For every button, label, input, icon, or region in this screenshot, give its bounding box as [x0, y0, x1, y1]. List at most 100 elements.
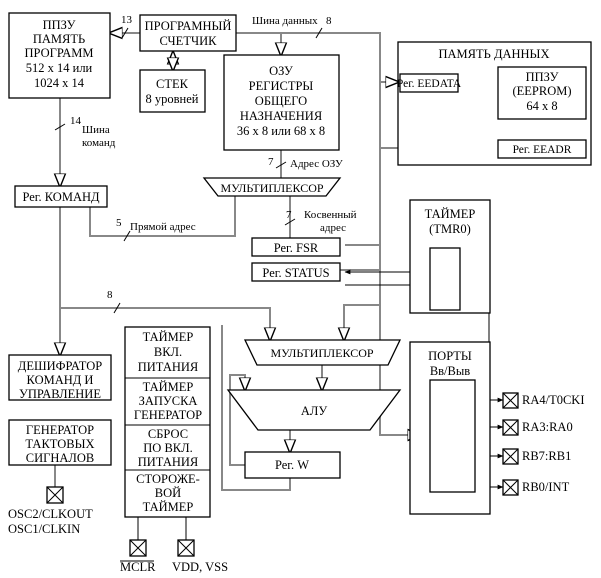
pin-pads — [46, 392, 519, 557]
svg-text:Вв/Выв: Вв/Выв — [430, 364, 470, 378]
ports-inner — [429, 379, 476, 493]
svg-text:ПО ВКЛ.: ПО ВКЛ. — [143, 441, 192, 455]
cmd-width-label: 14 — [70, 115, 82, 127]
program-memory-block — [8, 12, 111, 99]
timers-group — [124, 326, 211, 518]
svg-text:ЗАПУСКА: ЗАПУСКА — [139, 394, 198, 408]
svg-text:УПРАВЛЕНИЕ: УПРАВЛЕНИЕ — [19, 387, 101, 401]
svg-text:512 x 14 или: 512 x 14 или — [26, 61, 93, 75]
svg-text:ПАМЯТЬ: ПАМЯТЬ — [33, 32, 85, 46]
alu-block — [226, 389, 402, 431]
svg-text:(EEPROM): (EEPROM) — [512, 84, 571, 98]
mux1-label: МУЛЬТИПЛЕКСОР — [220, 181, 323, 195]
svg-text:СТОРОЖЕ-: СТОРОЖЕ- — [136, 472, 200, 486]
svg-text:ОЗУ: ОЗУ — [269, 64, 293, 78]
alu-multiplexer — [243, 339, 402, 366]
timer-text: ТАЙМЕР (TMR0) — [425, 207, 476, 236]
ram-text: ОЗУ РЕГИСТРЫ ОБЩЕГО НАЗНАЧЕНИЯ 36 x 8 ил… — [237, 64, 325, 138]
bus-width-ticks — [54, 27, 323, 314]
pin-osc2-label: OSC2/CLKOUT — [8, 507, 93, 521]
clock-generator-block — [8, 419, 112, 466]
pin-ra4 — [502, 392, 519, 409]
mux2-width-label: 8 — [107, 289, 113, 301]
fsr-label: Рег. FSR — [274, 241, 319, 255]
eeprom-block — [497, 66, 587, 120]
svg-text:НАЗНАЧЕНИЯ: НАЗНАЧЕНИЯ — [240, 109, 322, 123]
svg-text:36 x 8 или 68 x 8: 36 x 8 или 68 x 8 — [237, 124, 325, 138]
pin-power — [177, 517, 195, 557]
pin-ra4-label: RA4/T0CKI — [522, 393, 585, 407]
clock-text: ГЕНЕРАТОР ТАКТОВЫХ СИГНАЛОВ — [25, 423, 94, 465]
cmd-bus-label-2: команд — [82, 137, 116, 149]
pin-ra3-label: RA3:RA0 — [522, 420, 573, 434]
eeadr-label: Рег. EEADR — [513, 144, 572, 156]
pin-rb0 — [502, 479, 519, 496]
timers-text: ТАЙМЕР ВКЛ. ПИТАНИЯ ТАЙМЕР ЗАПУСКА ГЕНЕР… — [134, 330, 202, 514]
svg-text:ТАЙМЕР: ТАЙМЕР — [143, 380, 194, 394]
ram-addr-label: Адрес ОЗУ — [290, 158, 343, 170]
pin-rb7-label: RB7:RB1 — [522, 449, 571, 463]
alu-label: АЛУ — [301, 404, 328, 418]
svg-text:(TMR0): (TMR0) — [429, 222, 471, 236]
data-bus-label: Шина данных — [252, 15, 318, 27]
svg-text:ВКЛ.: ВКЛ. — [154, 345, 182, 359]
pin-rb7 — [502, 448, 519, 465]
pin-osc1-label: OSC1/CLKIN — [8, 522, 80, 536]
svg-text:ГЕНЕРАТОР: ГЕНЕРАТОР — [26, 423, 94, 437]
w-register — [244, 451, 341, 479]
eedata-register — [399, 73, 459, 93]
svg-text:64 x 8: 64 x 8 — [526, 99, 557, 113]
indirect-width-label: 7 — [286, 209, 292, 221]
svg-text:ВОЙ: ВОЙ — [155, 486, 181, 500]
pc-width-label: 13 — [121, 14, 133, 26]
ram-block — [223, 54, 340, 151]
svg-text:ПИТАНИЯ: ПИТАНИЯ — [138, 455, 199, 469]
pin-mclr-label: MCLR — [120, 560, 156, 574]
ports-text: ПОРТЫ Вв/Выв — [428, 349, 472, 378]
instruction-register — [14, 185, 108, 208]
decoder-text: ДЕШИФРАТОР КОМАНД И УПРАВЛЕНИЕ — [18, 359, 102, 401]
w-label: Рег. W — [275, 458, 309, 472]
data-bus-wires — [55, 33, 542, 491]
pin-osc — [46, 486, 64, 504]
svg-text:ПРОГРАМНЫЙ: ПРОГРАМНЫЙ — [145, 19, 232, 33]
address-multiplexer — [202, 177, 342, 197]
svg-text:ПОРТЫ: ПОРТЫ — [428, 349, 472, 363]
fsr-register — [251, 237, 341, 257]
status-register — [251, 262, 341, 282]
svg-text:ДЕШИФРАТОР: ДЕШИФРАТОР — [18, 359, 102, 373]
svg-text:СТЕК: СТЕК — [156, 77, 189, 91]
direct-width-label: 5 — [116, 217, 122, 229]
instruction-decoder-block — [8, 354, 112, 401]
svg-text:ТАКТОВЫХ: ТАКТОВЫХ — [25, 437, 94, 451]
svg-text:8 уровней: 8 уровней — [146, 92, 199, 106]
stack-block — [139, 69, 206, 113]
eeadr-register — [497, 139, 587, 159]
pin-rb0-label: RB0/INT — [522, 480, 570, 494]
program-memory-text: ППЗУ ПАМЯТЬ ПРОГРАММ 512 x 14 или 1024 x… — [25, 18, 94, 90]
data-bus-width: 8 — [326, 15, 332, 27]
svg-text:ПРОГРАММ: ПРОГРАММ — [25, 46, 94, 60]
program-counter-text: ПРОГРАМНЫЙ СЧЕТЧИК — [145, 19, 232, 48]
pin-mclr — [129, 517, 147, 557]
svg-text:РЕГИСТРЫ: РЕГИСТРЫ — [249, 79, 314, 93]
pin-power-label: VDD, VSS — [172, 560, 228, 574]
indirect-addr-label-2: адрес — [320, 222, 346, 234]
direct-addr-label: Прямой адрес — [130, 221, 196, 233]
svg-text:ТАЙМЕР: ТАЙМЕР — [143, 500, 194, 514]
ram-addr-width: 7 — [268, 156, 274, 168]
status-label: Рег. STATUS — [262, 266, 329, 280]
timer-inner — [429, 247, 461, 311]
svg-text:КОМАНД И: КОМАНД И — [27, 373, 94, 387]
svg-text:ППЗУ: ППЗУ — [43, 18, 76, 32]
program-counter-block — [139, 14, 237, 52]
svg-text:ТАЙМЕР: ТАЙМЕР — [425, 207, 476, 221]
eedata-label: Рег. EEDATA — [397, 78, 462, 90]
cmd-bus-label-1: Шина — [82, 124, 110, 136]
instruction-register-label: Рег. КОМАНД — [22, 190, 100, 204]
mux2-label: МУЛЬТИПЛЕКСОР — [270, 346, 373, 360]
svg-text:ОБЩЕГО: ОБЩЕГО — [255, 94, 307, 108]
stack-text: СТЕК 8 уровней — [146, 77, 199, 106]
svg-text:СЧЕТЧИК: СЧЕТЧИК — [160, 34, 218, 48]
